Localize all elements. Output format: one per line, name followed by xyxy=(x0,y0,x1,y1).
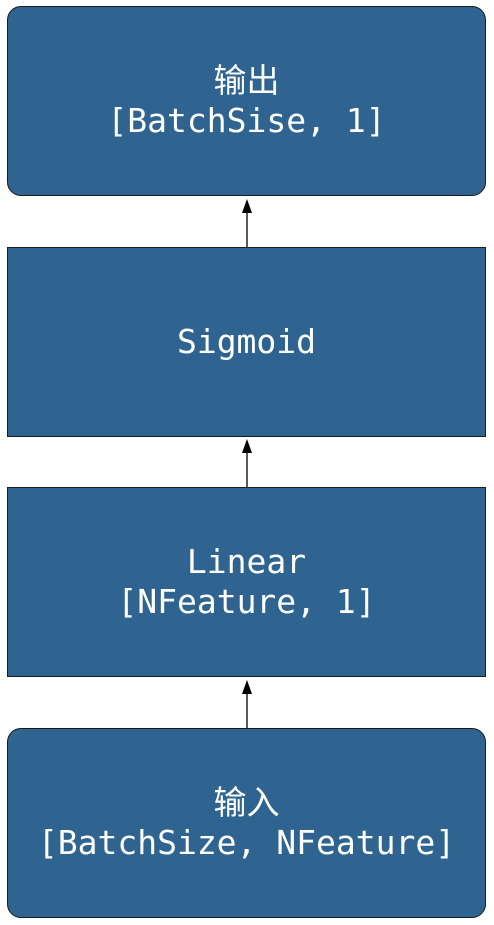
node-output-shape: [BatchSise, 1] xyxy=(107,101,386,140)
node-sigmoid: Sigmoid xyxy=(7,247,486,437)
edge-sigmoid-to-output xyxy=(242,199,252,247)
node-output: 输出 [BatchSise, 1] xyxy=(7,6,486,196)
edge-input-to-linear xyxy=(242,680,252,728)
node-input-shape: [BatchSize, NFeature] xyxy=(37,823,456,862)
node-output-title: 输出 xyxy=(213,61,280,100)
node-linear-shape: [NFeature, 1] xyxy=(117,582,376,621)
node-input-title: 输入 xyxy=(213,783,280,822)
node-linear: Linear [NFeature, 1] xyxy=(7,487,486,677)
edge-linear-to-sigmoid xyxy=(242,439,252,487)
node-linear-title: Linear xyxy=(186,542,307,581)
node-input: 输入 [BatchSize, NFeature] xyxy=(7,728,486,918)
node-sigmoid-title: Sigmoid xyxy=(176,322,317,361)
